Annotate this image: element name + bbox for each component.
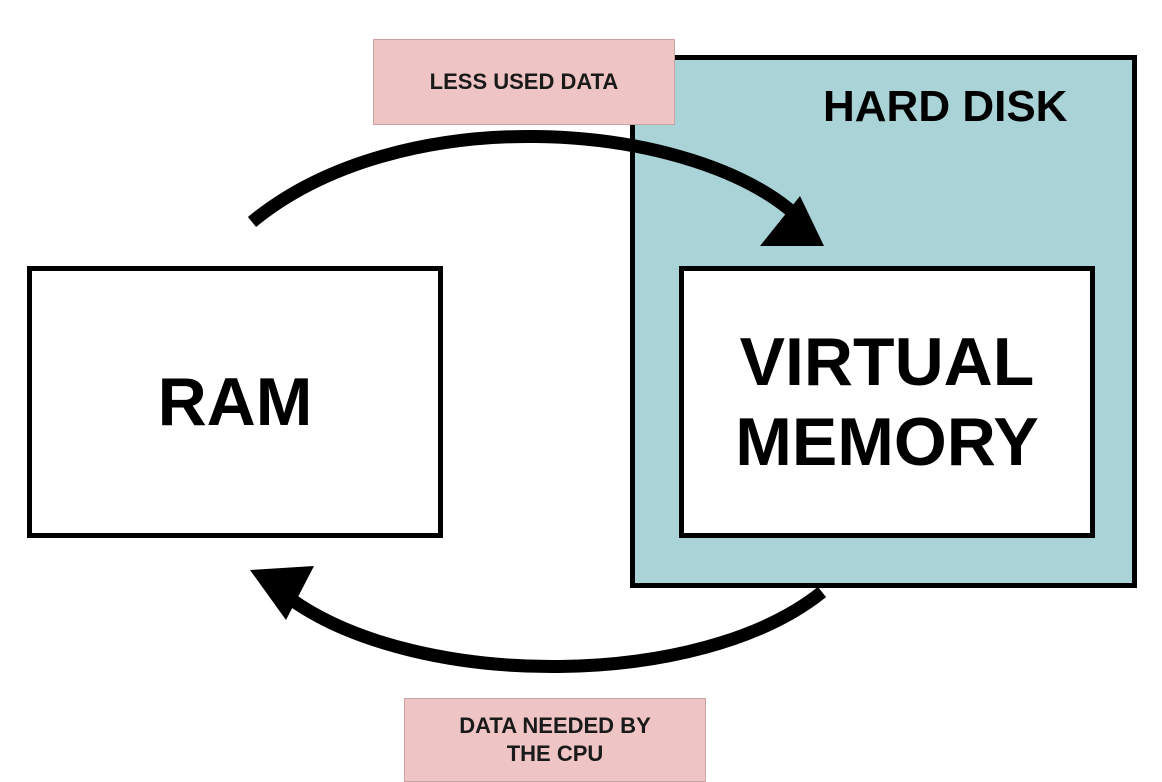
ram-label: RAM [157, 364, 313, 440]
hard-disk-label: HARD DISK [823, 82, 1068, 131]
less-used-data-text: LESS USED DATA [429, 69, 619, 94]
data-needed-text-line1: DATA NEEDED BY [459, 713, 651, 738]
virtual-memory-label-line1: VIRTUAL [739, 324, 1035, 400]
top-arrowhead [760, 196, 824, 246]
less-used-data-label: LESS USED DATA [373, 39, 675, 125]
data-needed-text-line2: THE CPU [506, 741, 604, 766]
data-needed-by-cpu-label: DATA NEEDED BY THE CPU [404, 698, 706, 782]
bottom-arrow-curve [288, 586, 827, 674]
virtual-memory-label-line2: MEMORY [735, 404, 1039, 480]
ram-box: RAM [27, 266, 443, 538]
bottom-arrowhead [250, 566, 314, 620]
top-arrow-curve [247, 130, 795, 228]
virtual-memory-box: VIRTUAL MEMORY [679, 266, 1095, 538]
